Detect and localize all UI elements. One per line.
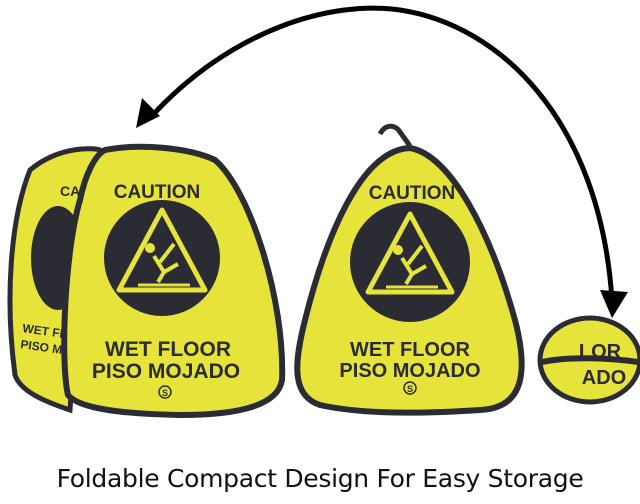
svg-text:PISO MOJADO: PISO MOJADO bbox=[339, 360, 480, 382]
wet-floor-slip-icon bbox=[116, 207, 208, 293]
svg-text:S: S bbox=[162, 388, 168, 398]
s-logo-icon: S bbox=[403, 381, 417, 395]
folded-sign: LOR ADO bbox=[537, 315, 640, 405]
svg-text:S: S bbox=[407, 384, 413, 394]
svg-text:PISO MOJADO: PISO MOJADO bbox=[92, 360, 240, 383]
svg-text:WET FLOOR: WET FLOOR bbox=[105, 338, 231, 361]
s-logo-icon: S bbox=[158, 385, 172, 399]
caution-heading: CAUTION bbox=[114, 182, 201, 203]
svg-text:WET FLOOR: WET FLOOR bbox=[350, 339, 471, 361]
flat-sign: CAUTION WET FLOOR PISO MOJADO S bbox=[294, 123, 525, 416]
curved-arrow-icon bbox=[136, 5, 628, 318]
svg-text:ADO: ADO bbox=[582, 367, 626, 389]
caution-heading: CAUTION bbox=[369, 183, 456, 204]
wet-floor-slip-icon bbox=[365, 211, 455, 295]
open-sign: CAUTI WET FLOOR PISO MOJA CAUTION WET FL… bbox=[7, 143, 286, 419]
caption: Foldable Compact Design For Easy Storage bbox=[56, 464, 584, 493]
